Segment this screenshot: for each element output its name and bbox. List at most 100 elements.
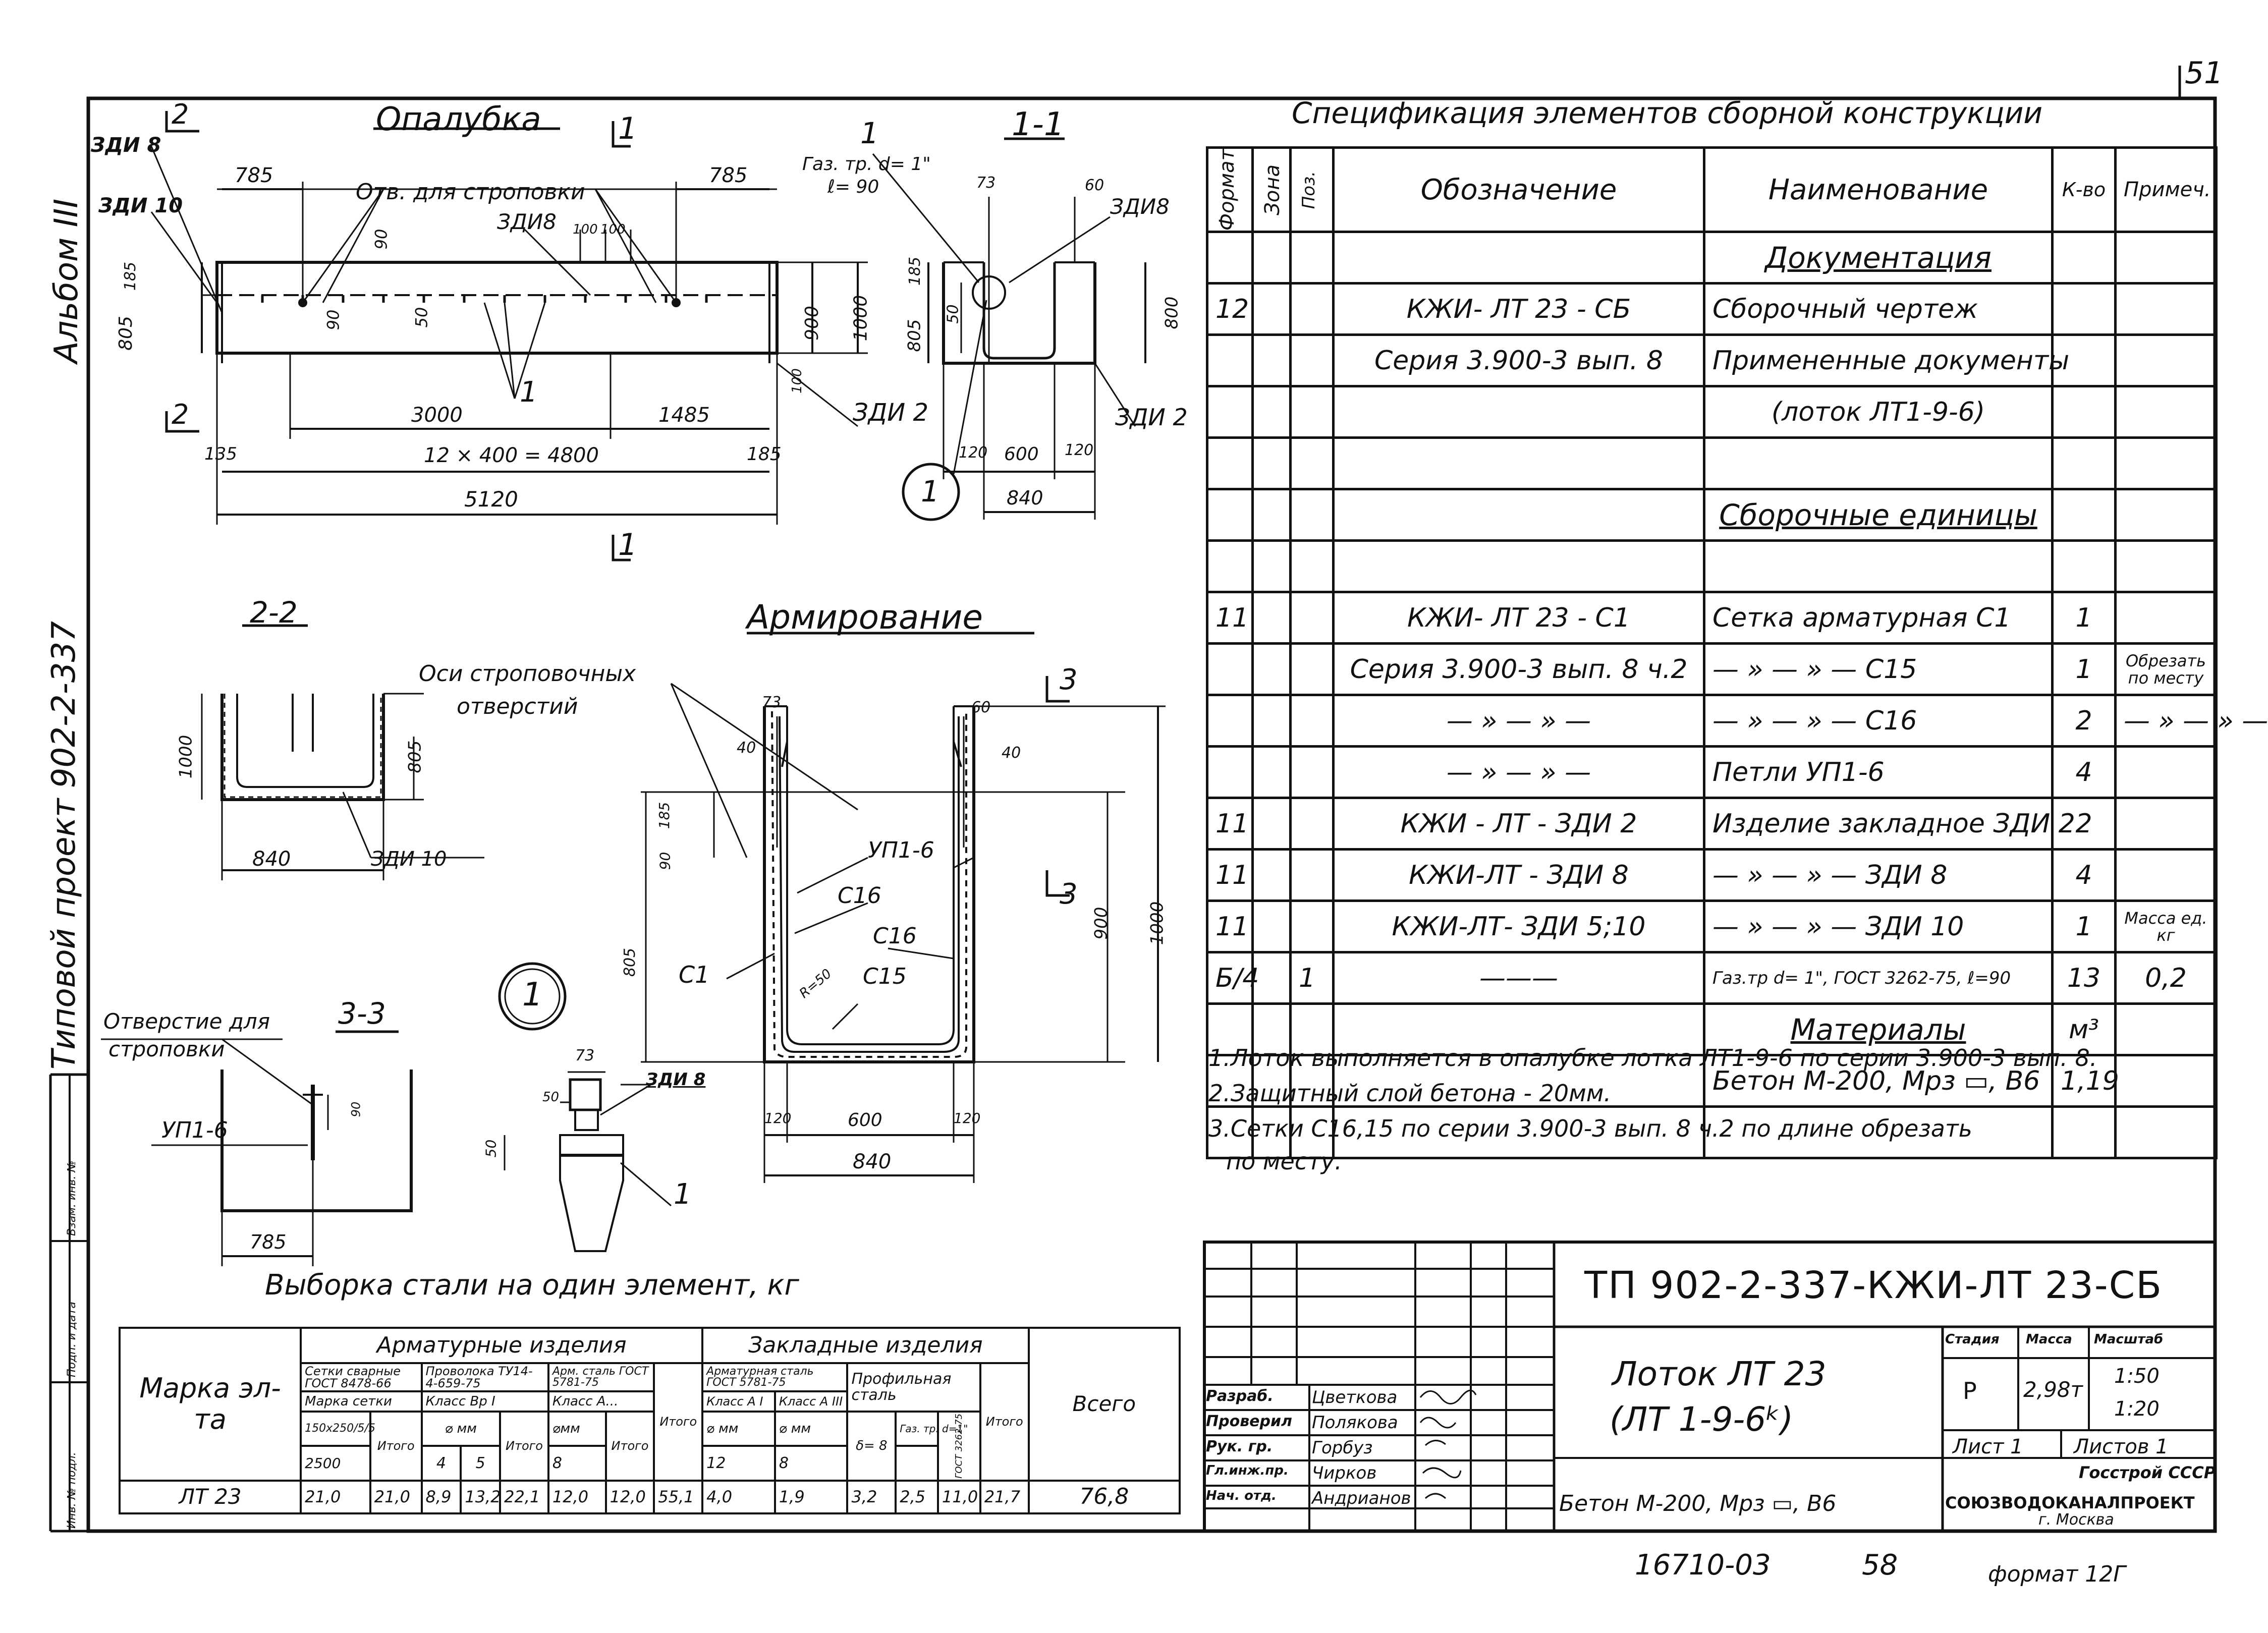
steel-h-d8b: 8 bbox=[773, 1445, 849, 1482]
reinf-dim-840: 840 bbox=[853, 1150, 892, 1173]
label-zdi2: ЗДИ 2 bbox=[853, 399, 928, 427]
spec-cell-fmt bbox=[1206, 745, 1254, 800]
spec-cell-zone bbox=[1251, 333, 1292, 388]
steel-cell: 21,7 bbox=[979, 1479, 1030, 1514]
steel-h-profile: Профильная сталь bbox=[846, 1362, 981, 1413]
reinf-dim-40-b: 40 bbox=[1002, 744, 1021, 762]
spec-cell-zone bbox=[1251, 591, 1292, 645]
section-1-1-callout: 1 bbox=[860, 116, 879, 150]
spec-cell-qty: 1,19 bbox=[2051, 1054, 2119, 1108]
steel-cell: 3,2 bbox=[846, 1479, 897, 1514]
section-3-3-title: 3-3 bbox=[338, 996, 386, 1031]
dim-100-a: 100 bbox=[573, 222, 598, 237]
tb-h-scale: Масштаб bbox=[2094, 1332, 2164, 1347]
spec-cell-note bbox=[2114, 436, 2218, 491]
dim-1485: 1485 bbox=[658, 404, 710, 427]
dim-5120: 5120 bbox=[464, 487, 518, 512]
reinf-mark-3b: 3 bbox=[1060, 878, 1078, 911]
spec-cell-qty bbox=[2051, 539, 2117, 594]
reinf-dim-90: 90 bbox=[656, 852, 674, 870]
axis-note-2: отверстий bbox=[457, 694, 578, 719]
hole-note-2: строповки bbox=[108, 1037, 225, 1061]
s11-dim-120: 120 bbox=[959, 444, 988, 462]
spec-cell-name: — » — » — ЗДИ 10 bbox=[1703, 899, 2054, 954]
spec-cell-fmt: 11 bbox=[1206, 899, 1254, 954]
reinf-dim-1000: 1000 bbox=[1147, 901, 1168, 945]
spec-cell-qty: 1 bbox=[2051, 591, 2117, 645]
steel-h-total-d: Итого bbox=[653, 1362, 704, 1482]
spec-cell-fmt: 11 bbox=[1206, 797, 1254, 851]
formwork-mark-2b: 2 bbox=[172, 399, 189, 430]
steel-h-total-a: Итого bbox=[369, 1411, 423, 1482]
spec-cell-des: — » — » — bbox=[1332, 694, 1705, 748]
reinf-dim-600: 600 bbox=[848, 1110, 882, 1131]
tb-sheet: Лист 1 bbox=[1953, 1435, 2023, 1458]
spec-cell-note bbox=[2114, 1002, 2218, 1057]
section-2-2-zdi10: ЗДИ 10 bbox=[371, 848, 447, 871]
dim-90-b: 90 bbox=[323, 309, 343, 330]
steel-h-dmm: ⌀ мм bbox=[420, 1410, 502, 1447]
steel-table: Марка эл-та Арматурные изделия Закладные… bbox=[118, 1327, 1181, 1514]
steel-cell: 2,5 bbox=[895, 1479, 939, 1514]
stamp-col-1: Инв. № подл. bbox=[66, 1452, 78, 1529]
steel-title: Выборка стали на один элемент, кг bbox=[265, 1269, 799, 1302]
spec-cell-des bbox=[1332, 1002, 1705, 1057]
title-block-frame bbox=[1203, 1241, 2217, 1533]
spec-cell-fmt bbox=[1206, 642, 1254, 697]
reinforcement-section bbox=[498, 632, 1166, 1183]
spec-cell-zone bbox=[1251, 951, 1292, 1005]
spec-cell-zone bbox=[1251, 642, 1292, 697]
steel-h-s8: δ= 8 bbox=[846, 1411, 897, 1482]
spec-cell-zone bbox=[1251, 488, 1292, 542]
spec-cell-name: Сборочные единицы bbox=[1703, 488, 2054, 542]
dim-185-b: 185 bbox=[747, 444, 782, 465]
dim-185: 185 bbox=[122, 261, 140, 291]
spec-cell-qty bbox=[2051, 231, 2117, 285]
dim-785-left: 785 bbox=[235, 164, 273, 187]
spec-cell-name: — » — » — С16 bbox=[1703, 694, 2054, 748]
spec-cell-fmt bbox=[1206, 488, 1254, 542]
formwork-mark-2a: 2 bbox=[172, 98, 189, 130]
steel-row-mark: ЛТ 23 bbox=[118, 1479, 302, 1514]
tb-person-2: Полякова bbox=[1312, 1413, 1398, 1433]
steel-total-cell: 76,8 bbox=[1027, 1479, 1181, 1514]
dim-785-right: 785 bbox=[709, 164, 748, 187]
steel-total-header: Всего bbox=[1027, 1327, 1181, 1482]
steel-cell: 12,0 bbox=[604, 1479, 655, 1514]
spec-cell-pos bbox=[1289, 642, 1335, 697]
steel-h-dmm2: ⌀мм bbox=[547, 1410, 607, 1447]
tb-role-4: Гл.инж.пр. bbox=[1206, 1463, 1289, 1478]
spec-cell-note bbox=[2114, 231, 2218, 285]
stamp-col-3: Взам. инв. № bbox=[66, 1160, 78, 1236]
spec-cell-zone bbox=[1251, 745, 1292, 800]
spec-cell-des: КЖИ - ЛТ - ЗДИ 2 bbox=[1332, 797, 1705, 851]
steel-h-d5: 5 bbox=[460, 1445, 502, 1482]
spec-cell-zone bbox=[1251, 1054, 1292, 1108]
steel-h-arm: Арм. сталь ГОСТ 5781-75 bbox=[547, 1362, 655, 1392]
tb-stage: Р bbox=[1963, 1377, 1977, 1404]
steel-h-d12: 12 bbox=[701, 1445, 776, 1482]
section-1-1-item: 1 bbox=[921, 474, 939, 509]
spec-cell-zone bbox=[1251, 282, 1292, 336]
s33-dim-90: 90 bbox=[349, 1101, 363, 1117]
s11-dim-840: 840 bbox=[1007, 487, 1043, 509]
tb-scale-2: 1:20 bbox=[2114, 1397, 2160, 1421]
section-2-2 bbox=[201, 624, 484, 880]
spec-cell-des bbox=[1332, 539, 1705, 594]
dim-805: 805 bbox=[115, 316, 136, 351]
spec-cell-des: — » — » — bbox=[1332, 745, 1705, 800]
spec-cell-des: Серия 3.900-3 вып. 8 ч.2 bbox=[1332, 642, 1705, 697]
steel-h-dmm4: ⌀ мм bbox=[773, 1410, 849, 1447]
d1-dim-50-b: 50 bbox=[482, 1139, 500, 1158]
reinf-dim-185: 185 bbox=[656, 802, 673, 829]
s22-dim-840: 840 bbox=[252, 848, 291, 871]
spec-cell-qty bbox=[2051, 436, 2117, 491]
spec-row bbox=[1206, 539, 2218, 594]
steel-cell: 13,2 bbox=[460, 1479, 502, 1514]
reinf-dim-120-a: 120 bbox=[764, 1110, 792, 1127]
spec-cell-pos bbox=[1289, 1002, 1335, 1057]
steel-cell: 55,1 bbox=[653, 1479, 704, 1514]
